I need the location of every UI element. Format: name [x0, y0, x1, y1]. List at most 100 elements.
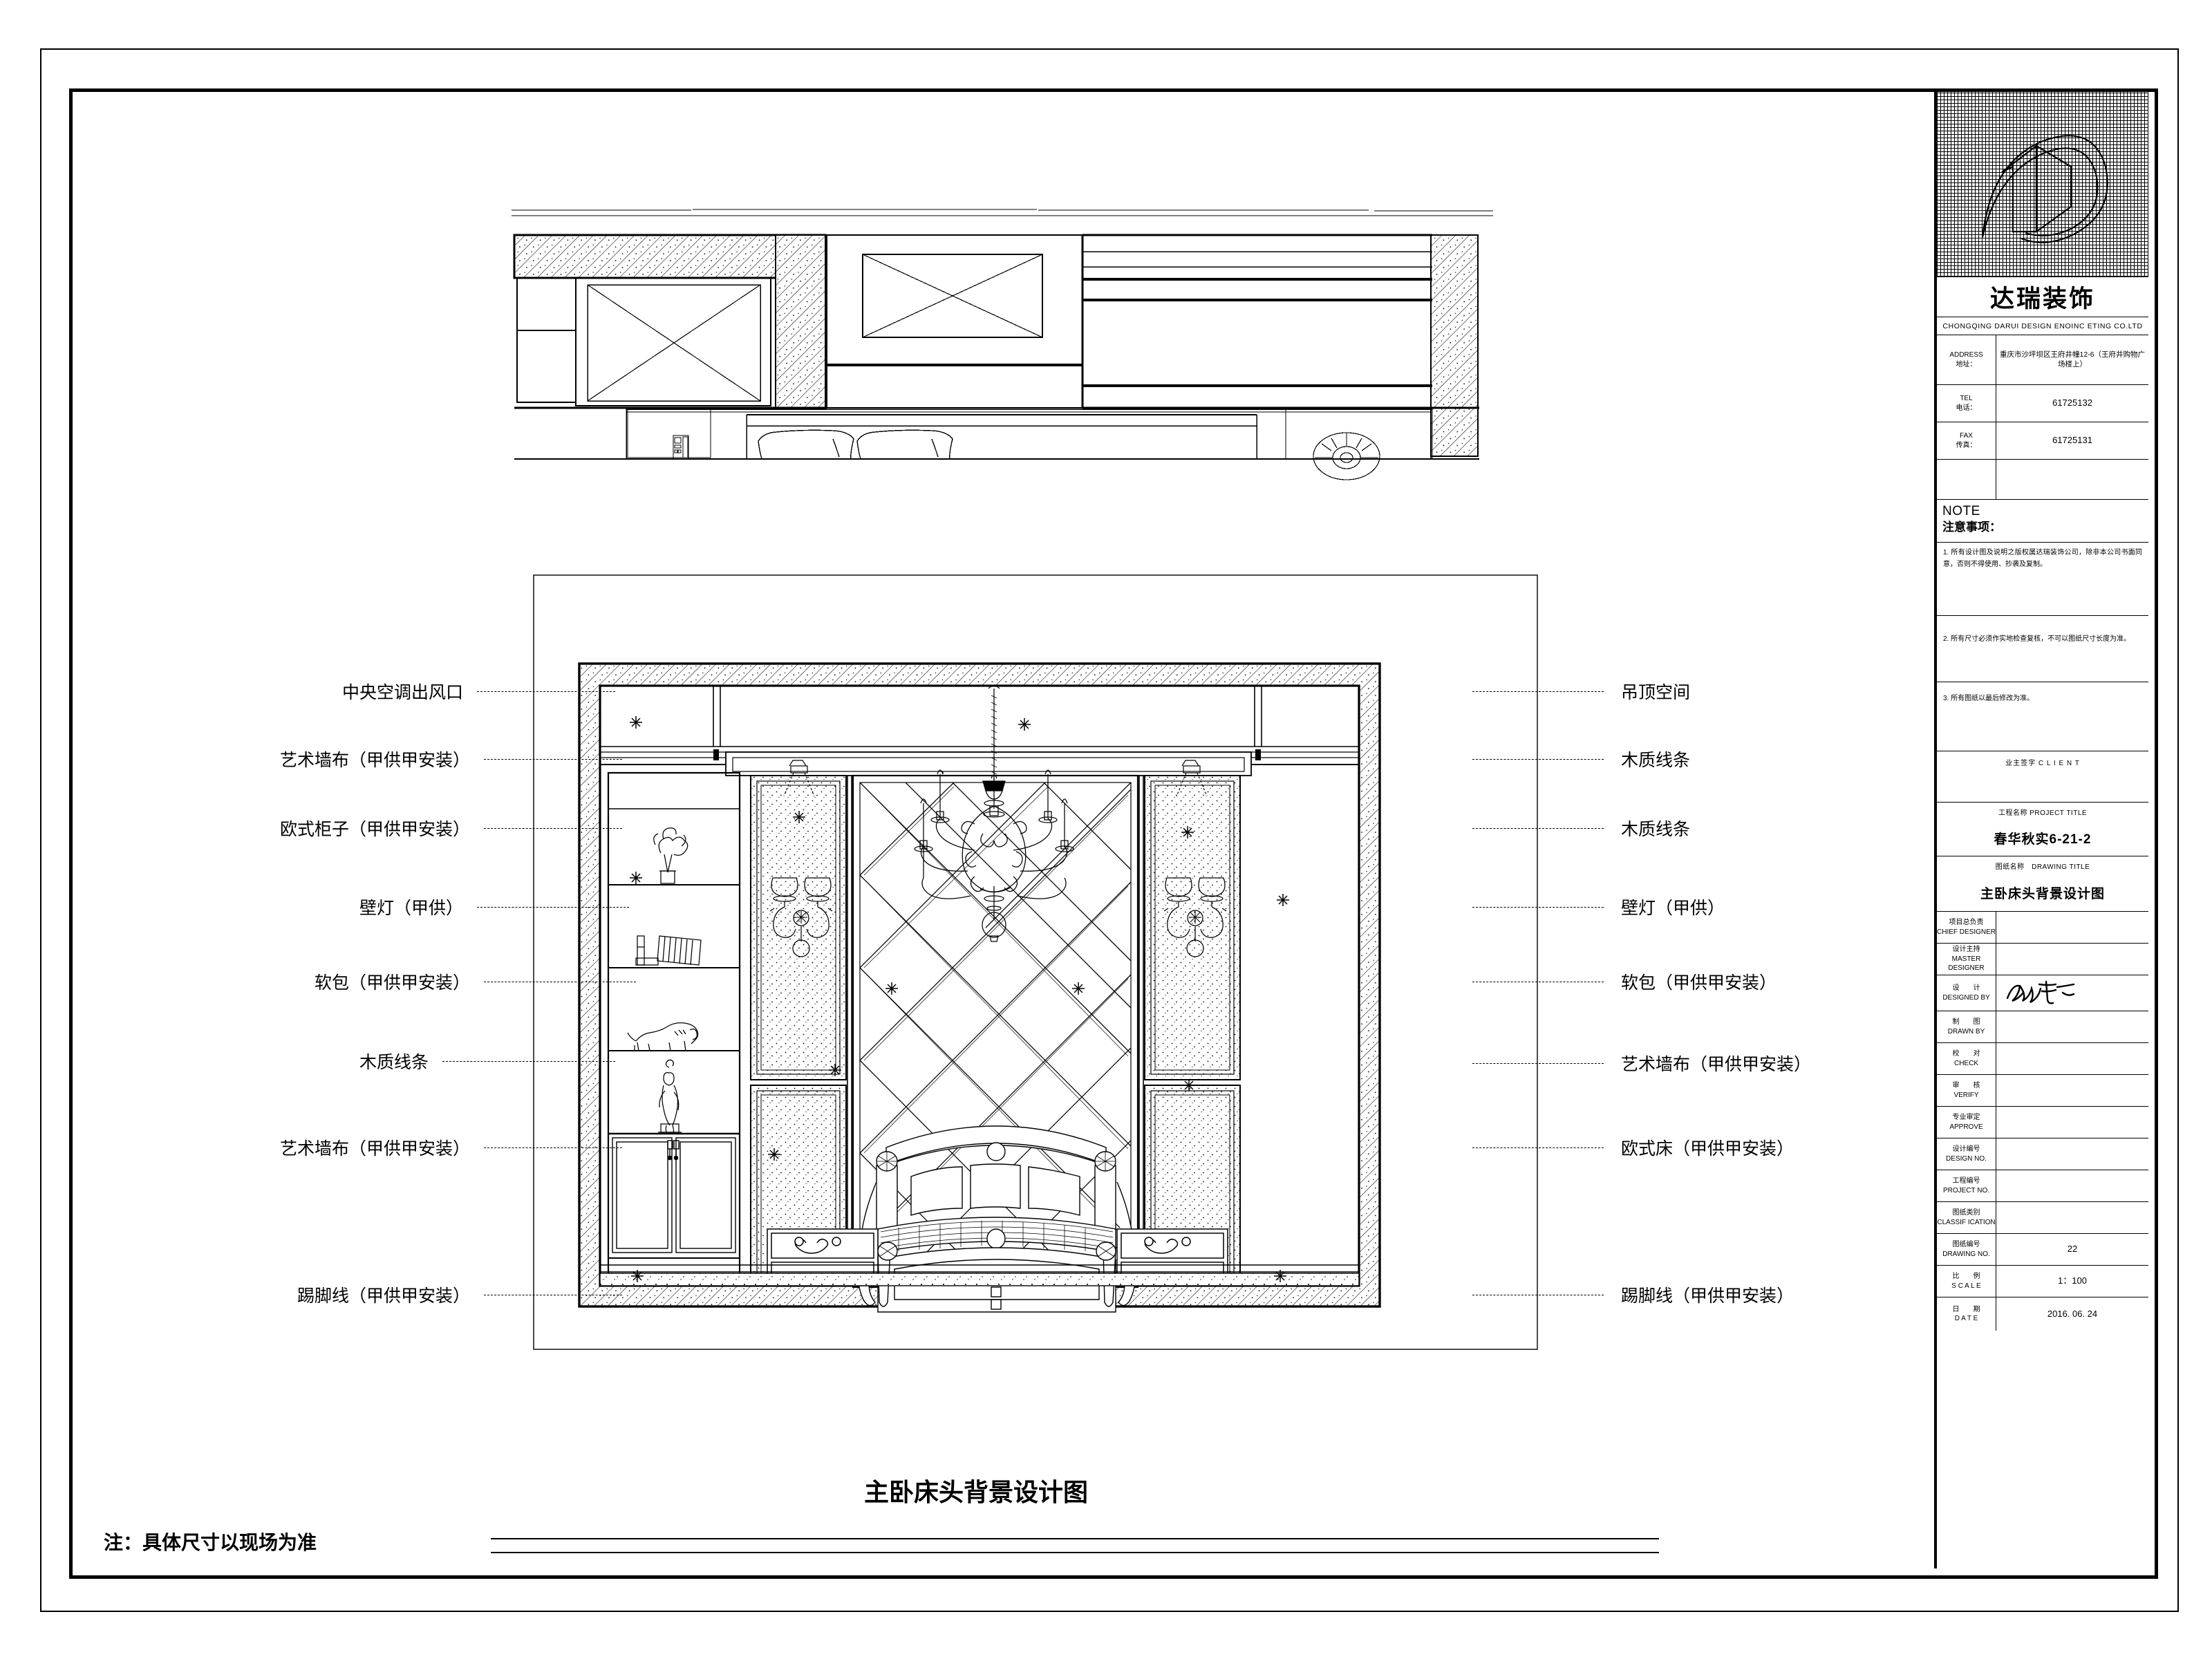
row-drawn-by: 制 图 DRAWN BY: [1937, 1011, 2148, 1043]
annotation-right-1: 木质线条: [1621, 750, 1691, 770]
row-classification-label: 图纸类别 CLASSIF ICATION: [1937, 1202, 1996, 1233]
leader-right-0: [1472, 691, 1604, 692]
row-approve-value[interactable]: [1996, 1107, 2148, 1138]
row-drawn-by-value[interactable]: [1996, 1011, 2148, 1042]
elevation-boundary: [533, 574, 1538, 1350]
statue-figurine: [658, 1059, 682, 1134]
fax-label: FAX 传真：: [1937, 422, 1996, 459]
headboard-diamond-panel: [852, 774, 1139, 1288]
row-project-no-label: 工程编号 PROJECT NO.: [1937, 1170, 1996, 1201]
row-check-value[interactable]: [1996, 1043, 2148, 1074]
tiger-figurine: [627, 1022, 699, 1051]
row-classification-value[interactable]: [1996, 1202, 2148, 1233]
leader-left-0: [477, 691, 615, 692]
row-design-no: 设计编号 DESIGN NO.: [1937, 1138, 2148, 1170]
client-signature-row[interactable]: 业主签字 C L I E N T: [1937, 751, 2148, 803]
leader-left-2: [484, 828, 622, 829]
drawing-title-value: 主卧床头背景设计图: [1980, 886, 2105, 901]
row-project-no: 工程编号 PROJECT NO.: [1937, 1170, 2148, 1202]
leader-right-5: [1472, 1063, 1604, 1064]
leader-left-1: [484, 759, 622, 760]
annotation-left-2: 欧式柜子（甲供甲安装）: [279, 819, 470, 839]
row-approve: 专业审定 APPROVE: [1937, 1107, 2148, 1138]
blank-contact-row: [1937, 460, 2148, 500]
row-scale-value[interactable]: 1：100: [2058, 1275, 2087, 1286]
leader-right-2: [1472, 828, 1604, 829]
chandelier: [914, 685, 1074, 942]
right-wall-sconce: [1163, 877, 1227, 957]
annotation-right-2: 木质线条: [1621, 819, 1691, 839]
row-date: 日 期 D A T E 2016. 06. 24: [1937, 1297, 2148, 1331]
leader-left-5: [442, 1061, 615, 1062]
address-row: ADDRESS 地址： 重庆市沙坪坝区王府井幢12-6（王府井购物广场楼上）: [1937, 335, 2148, 385]
row-classification: 图纸类别 CLASSIF ICATION: [1937, 1202, 2148, 1234]
blank-contact-label: [1937, 460, 1996, 499]
row-verify-value[interactable]: [1996, 1075, 2148, 1106]
tel-label: TEL 电话：: [1937, 385, 1996, 422]
cabinet-doors: [612, 1137, 736, 1253]
annotation-right-7: 踢脚线（甲供甲安装）: [1621, 1286, 1794, 1306]
row-drawn-by-label: 制 图 DRAWN BY: [1937, 1011, 1996, 1042]
main-elevation-view: [533, 574, 1538, 1350]
annotation-left-1: 艺术墙布（甲供甲安装）: [279, 750, 470, 770]
plant-figurine: [653, 827, 688, 884]
annotation-right-4: 软包（甲供甲安装）: [1621, 973, 1777, 993]
leader-right-3: [1472, 907, 1604, 908]
tel-value: 61725132: [2052, 397, 2092, 409]
company-name-cn: 达瑞装饰: [1937, 277, 2148, 317]
annotation-left-4: 软包（甲供甲安装）: [314, 973, 470, 993]
row-design-no-value[interactable]: [1996, 1138, 2148, 1170]
company-name-en: CHONGQING DARUI DESIGN ENOINC ETING CO.L…: [1937, 317, 2148, 335]
row-designed-by-value[interactable]: [1996, 975, 2148, 1011]
fax-value: 61725131: [2052, 435, 2092, 446]
fax-row: FAX 传真： 61725131: [1937, 422, 2148, 460]
row-date-label: 日 期 D A T E: [1937, 1297, 1996, 1331]
row-chief-designer-value[interactable]: [1996, 912, 2148, 943]
sheet-bottom-note: 注：具体尺寸以现场为准: [104, 1531, 317, 1554]
row-scale-label: 比 例 S C A L E: [1937, 1266, 1996, 1297]
drawing-title-label: 图纸名称 DRAWING TITLE: [1995, 863, 2090, 871]
leader-left-6: [484, 1147, 622, 1148]
row-check: 校 对 CHECK: [1937, 1043, 2148, 1075]
annotation-left-7: 踢脚线（甲供甲安装）: [297, 1286, 470, 1306]
asterisk-markers: [630, 716, 1289, 1282]
annotation-left-5: 木质线条: [359, 1052, 429, 1072]
annotation-right-6: 欧式床（甲供甲安装）: [1621, 1138, 1794, 1159]
row-designed-by-label: 设 计 DESIGNED BY: [1937, 975, 1996, 1011]
row-verify: 审 核 VERIFY: [1937, 1075, 2148, 1107]
drawing-caption: 主卧床头背景设计图: [864, 1479, 1089, 1507]
leader-left-3: [477, 907, 629, 908]
project-title-label: 工程名称 PROJECT TITLE: [1998, 809, 2088, 817]
row-verify-label: 审 核 VERIFY: [1937, 1075, 1996, 1106]
row-master-designer: 设计主持 MASTER DESIGNER: [1937, 944, 2148, 975]
project-title-value: 春华秋实6-21-2: [1994, 832, 2092, 847]
annotation-left-6: 艺术墙布（甲供甲安装）: [279, 1138, 470, 1159]
row-drawing-no-label: 图纸编号 DRAWING NO.: [1937, 1234, 1996, 1265]
leader-right-6: [1472, 1147, 1604, 1148]
row-date-value[interactable]: 2016. 06. 24: [2047, 1308, 2098, 1319]
row-designed-by: 设 计 DESIGNED BY: [1937, 975, 2148, 1011]
left-downlight: [783, 760, 815, 797]
darui-d-logo-icon: [1981, 134, 2108, 243]
top-section-view: [512, 209, 1493, 480]
blank-contact-value: [1996, 460, 2148, 499]
row-approve-label: 专业审定 APPROVE: [1937, 1107, 1996, 1138]
note-header: NOTE 注意事项：: [1937, 500, 2148, 543]
note-header-en: NOTE: [1942, 504, 1980, 518]
sheet-outer-border: [40, 48, 2179, 1612]
left-wall-sconce: [769, 877, 833, 957]
right-downlight: [1176, 760, 1208, 797]
note-item-3: 3. 所有图纸以最后修改为准。: [1937, 682, 2148, 751]
row-design-no-label: 设计编号 DESIGN NO.: [1937, 1138, 1996, 1170]
title-block: 达瑞装饰 CHONGQING DARUI DESIGN ENOINC ETING…: [1934, 92, 2148, 1568]
address-value: 重庆市沙坪坝区王府井幢12-6（王府井购物广场楼上）: [1999, 350, 2145, 368]
row-project-no-value[interactable]: [1996, 1170, 2148, 1201]
leader-right-1: [1472, 759, 1604, 760]
note-rule-top: [491, 1538, 1659, 1539]
tel-row: TEL 电话： 61725132: [1937, 385, 2148, 422]
row-master-designer-value[interactable]: [1996, 944, 2148, 975]
row-drawing-no-value[interactable]: 22: [2067, 1244, 2078, 1255]
books-figurine: [635, 935, 702, 966]
note-rule-bottom: [491, 1552, 1659, 1553]
designer-signature-icon: [2006, 980, 2075, 1004]
